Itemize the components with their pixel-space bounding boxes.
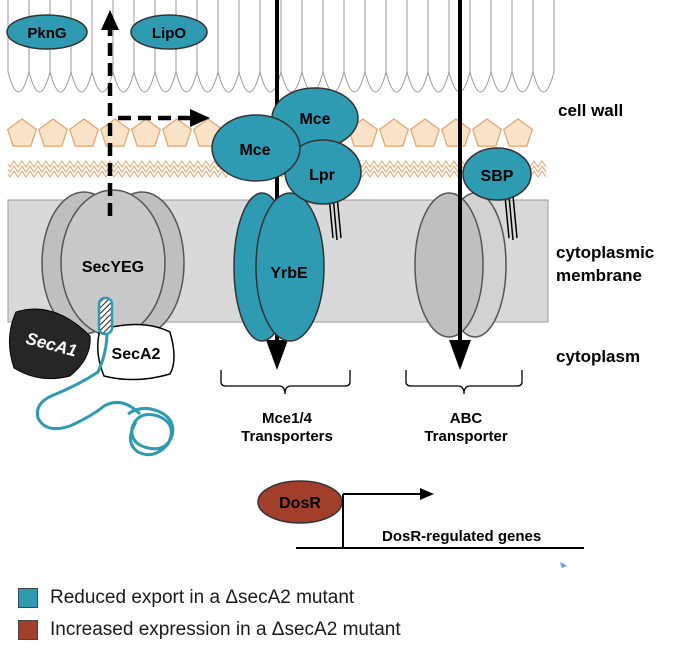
lipo-label: LipO <box>152 25 186 42</box>
sbp-label: SBP <box>481 168 514 185</box>
peptidoglycan-pentagon <box>502 118 534 147</box>
cell-wall-arch <box>217 0 240 93</box>
cell-wall-arch <box>70 0 93 93</box>
yrbe-label: YrbE <box>270 265 308 282</box>
dosr-regulation: DosR DosR-regulated genes <box>257 480 584 568</box>
cell-wall-arch <box>511 0 534 93</box>
small-arrow-mark <box>560 562 567 568</box>
cytoplasmic-label: cytoplasmic <box>556 243 654 262</box>
cytoplasm-label: cytoplasm <box>556 347 640 366</box>
peptidoglycan-pentagon <box>471 118 503 147</box>
mce-top-label: Mce <box>299 111 330 128</box>
peptidoglycan-pentagon <box>161 118 193 147</box>
cell-wall-arch <box>490 0 513 93</box>
mce-complex: Mce Mce Lpr <box>211 87 362 205</box>
legend-item-increased-expression: Increased expression in a ΔsecA2 mutant <box>18 619 401 641</box>
cell-wall-arch <box>343 0 366 93</box>
cell-wall-arch <box>469 0 492 93</box>
cell-wall-arch <box>532 0 555 93</box>
pkng-label: PknG <box>27 25 66 42</box>
legend-swatch-brown <box>18 620 38 640</box>
peptidoglycan-pentagon <box>130 118 162 147</box>
peptidoglycan-pentagon <box>99 118 131 147</box>
cell-wall-arch <box>322 0 345 93</box>
peptidoglycan-pentagon <box>440 118 472 147</box>
abc-transporter: SBP <box>414 0 532 370</box>
peptidoglycan-pentagon <box>37 118 69 147</box>
mce-left-label: Mce <box>239 142 270 159</box>
cell-wall-arch <box>112 0 135 93</box>
cell-wall-arch <box>406 0 429 93</box>
peptidoglycan-pentagon <box>378 118 410 147</box>
secyeg-label: SecYEG <box>82 259 144 276</box>
yrbe-protein: YrbE <box>233 192 325 342</box>
cell-wall-arches <box>7 0 555 93</box>
peptidoglycan-pentagon <box>6 118 38 147</box>
cell-wall-arch <box>238 0 261 93</box>
legend-text: Reduced export in a ΔsecA2 mutant <box>50 587 355 608</box>
seca2-label: SecA2 <box>112 346 161 363</box>
legend-item-reduced-export: Reduced export in a ΔsecA2 mutant <box>18 587 354 609</box>
gene-label: DosR-regulated genes <box>382 528 541 545</box>
membrane-label: membrane <box>556 266 642 285</box>
abc-brace <box>405 370 523 395</box>
abc-transporter-label-1: ABC <box>450 410 483 427</box>
preprotein-strand <box>35 296 175 457</box>
cell-wall-arch <box>427 0 450 93</box>
mce-transporter-label-1: Mce1/4 <box>262 410 313 427</box>
export-arrows <box>101 10 210 216</box>
legend-text: Increased expression in a ΔsecA2 mutant <box>50 619 401 640</box>
mce-transporter-label-2: Transporters <box>241 428 333 445</box>
cell-wall-label: cell wall <box>558 101 623 120</box>
legend-swatch-teal <box>18 588 38 608</box>
secreted-proteins: PknG LipO <box>6 14 208 50</box>
peptidoglycan-pentagon <box>68 118 100 147</box>
cell-wall-arch <box>385 0 408 93</box>
mce-brace <box>220 370 351 395</box>
cell-wall-arch <box>196 0 219 93</box>
cell-wall-arch <box>280 0 303 93</box>
cell-wall-arch <box>364 0 387 93</box>
peptidoglycan-pentagon <box>409 118 441 147</box>
seca1-protein: SecA1 <box>9 308 91 380</box>
lpr-label: Lpr <box>309 167 335 184</box>
dosr-label: DosR <box>279 495 321 512</box>
cell-wall-arch <box>301 0 324 93</box>
abc-transporter-label-2: Transporter <box>424 428 508 445</box>
